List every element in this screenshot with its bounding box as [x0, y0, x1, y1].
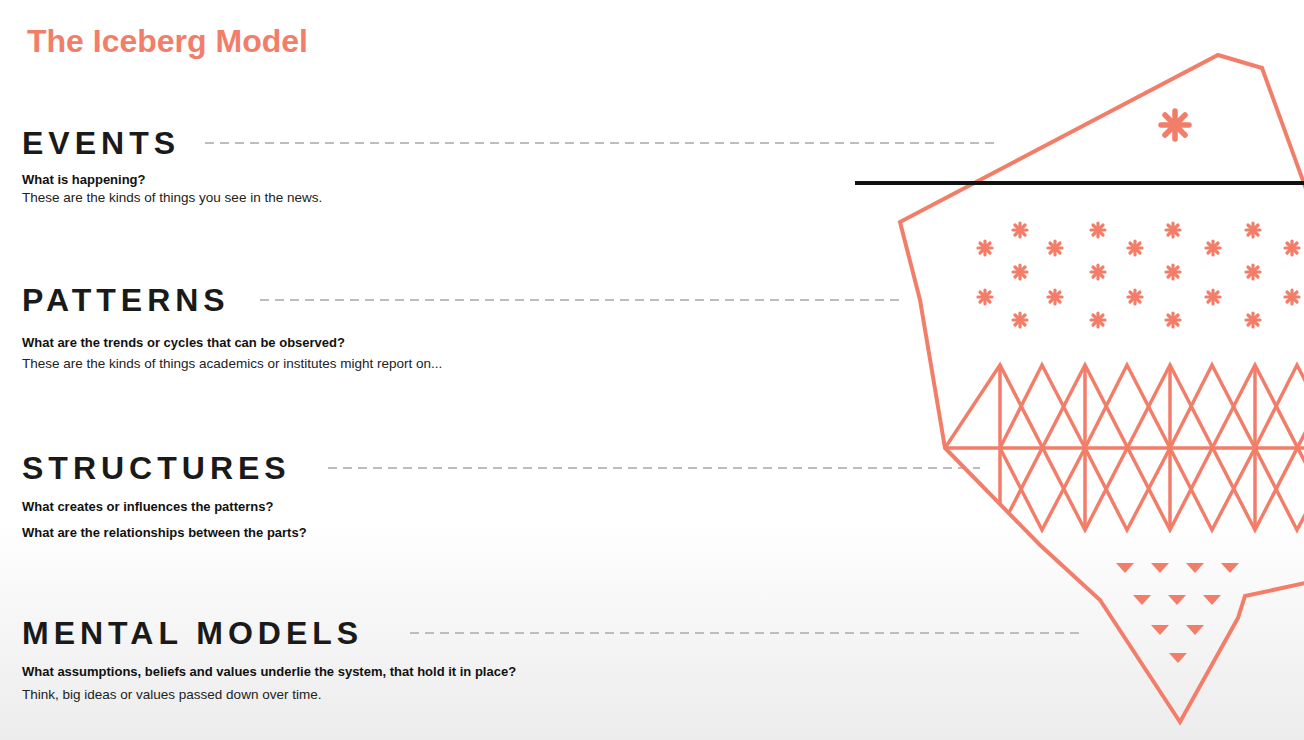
pattern-asterisks — [978, 223, 1299, 327]
guiding-question: What assumptions, beliefs and values und… — [22, 664, 516, 680]
level-description: These are the kinds of things you see in… — [22, 190, 322, 206]
guiding-question: What is happening? — [22, 172, 146, 188]
dashed-leader — [410, 632, 1085, 634]
page-title: The Iceberg Model — [27, 22, 308, 60]
mental-model-triangles — [1116, 563, 1239, 663]
structure-lattice — [930, 365, 1304, 530]
leader-lines — [205, 143, 1085, 633]
dashed-leader — [205, 142, 1000, 144]
dashed-leader — [260, 299, 905, 301]
guiding-question: What are the relationships between the p… — [22, 525, 307, 541]
event-asterisk — [1161, 111, 1189, 139]
level-description: Think, big ideas or values passed down o… — [22, 687, 321, 703]
dashed-leader — [328, 467, 980, 469]
level-heading: EVENTS — [22, 125, 180, 161]
waterline — [855, 181, 1304, 185]
level-heading: STRUCTURES — [22, 450, 291, 486]
level-heading: MENTAL MODELS — [22, 615, 363, 651]
level-heading: PATTERNS — [22, 282, 230, 318]
level-description: These are the kinds of things academics … — [22, 356, 442, 372]
guiding-question: What are the trends or cycles that can b… — [22, 335, 345, 351]
guiding-question: What creates or influences the patterns? — [22, 499, 273, 515]
